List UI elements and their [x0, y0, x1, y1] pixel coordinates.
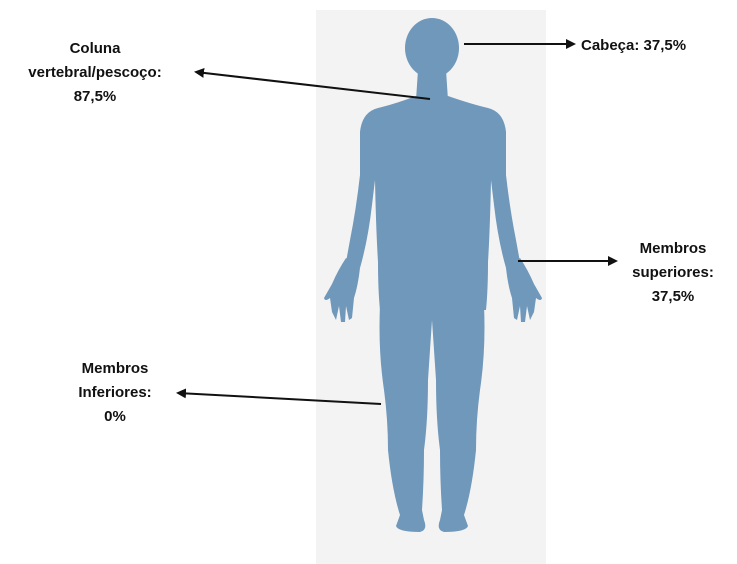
label-upper-limbs-line2: superiores: — [618, 261, 728, 285]
label-spine-neck: Coluna vertebral/pescoço: 87,5% — [0, 37, 190, 109]
label-spine-neck-value: 87,5% — [0, 85, 190, 109]
label-lower-limbs: Membros Inferiores: 0% — [60, 357, 170, 429]
arrow-neck — [196, 72, 430, 99]
label-spine-neck-line2: vertebral/pescoço: — [0, 61, 190, 85]
arrow-lower-limbs — [178, 393, 381, 404]
label-lower-limbs-value: 0% — [60, 405, 170, 429]
label-lower-limbs-line1: Membros — [60, 357, 170, 381]
label-lower-limbs-line2: Inferiores: — [60, 381, 170, 405]
label-upper-limbs-value: 37,5% — [618, 285, 728, 309]
label-head: Cabeça: 37,5% — [581, 34, 737, 58]
label-head-text: Cabeça: 37,5% — [581, 34, 737, 58]
label-upper-limbs: Membros superiores: 37,5% — [618, 237, 728, 309]
label-upper-limbs-line1: Membros — [618, 237, 728, 261]
label-spine-neck-line1: Coluna — [0, 37, 190, 61]
